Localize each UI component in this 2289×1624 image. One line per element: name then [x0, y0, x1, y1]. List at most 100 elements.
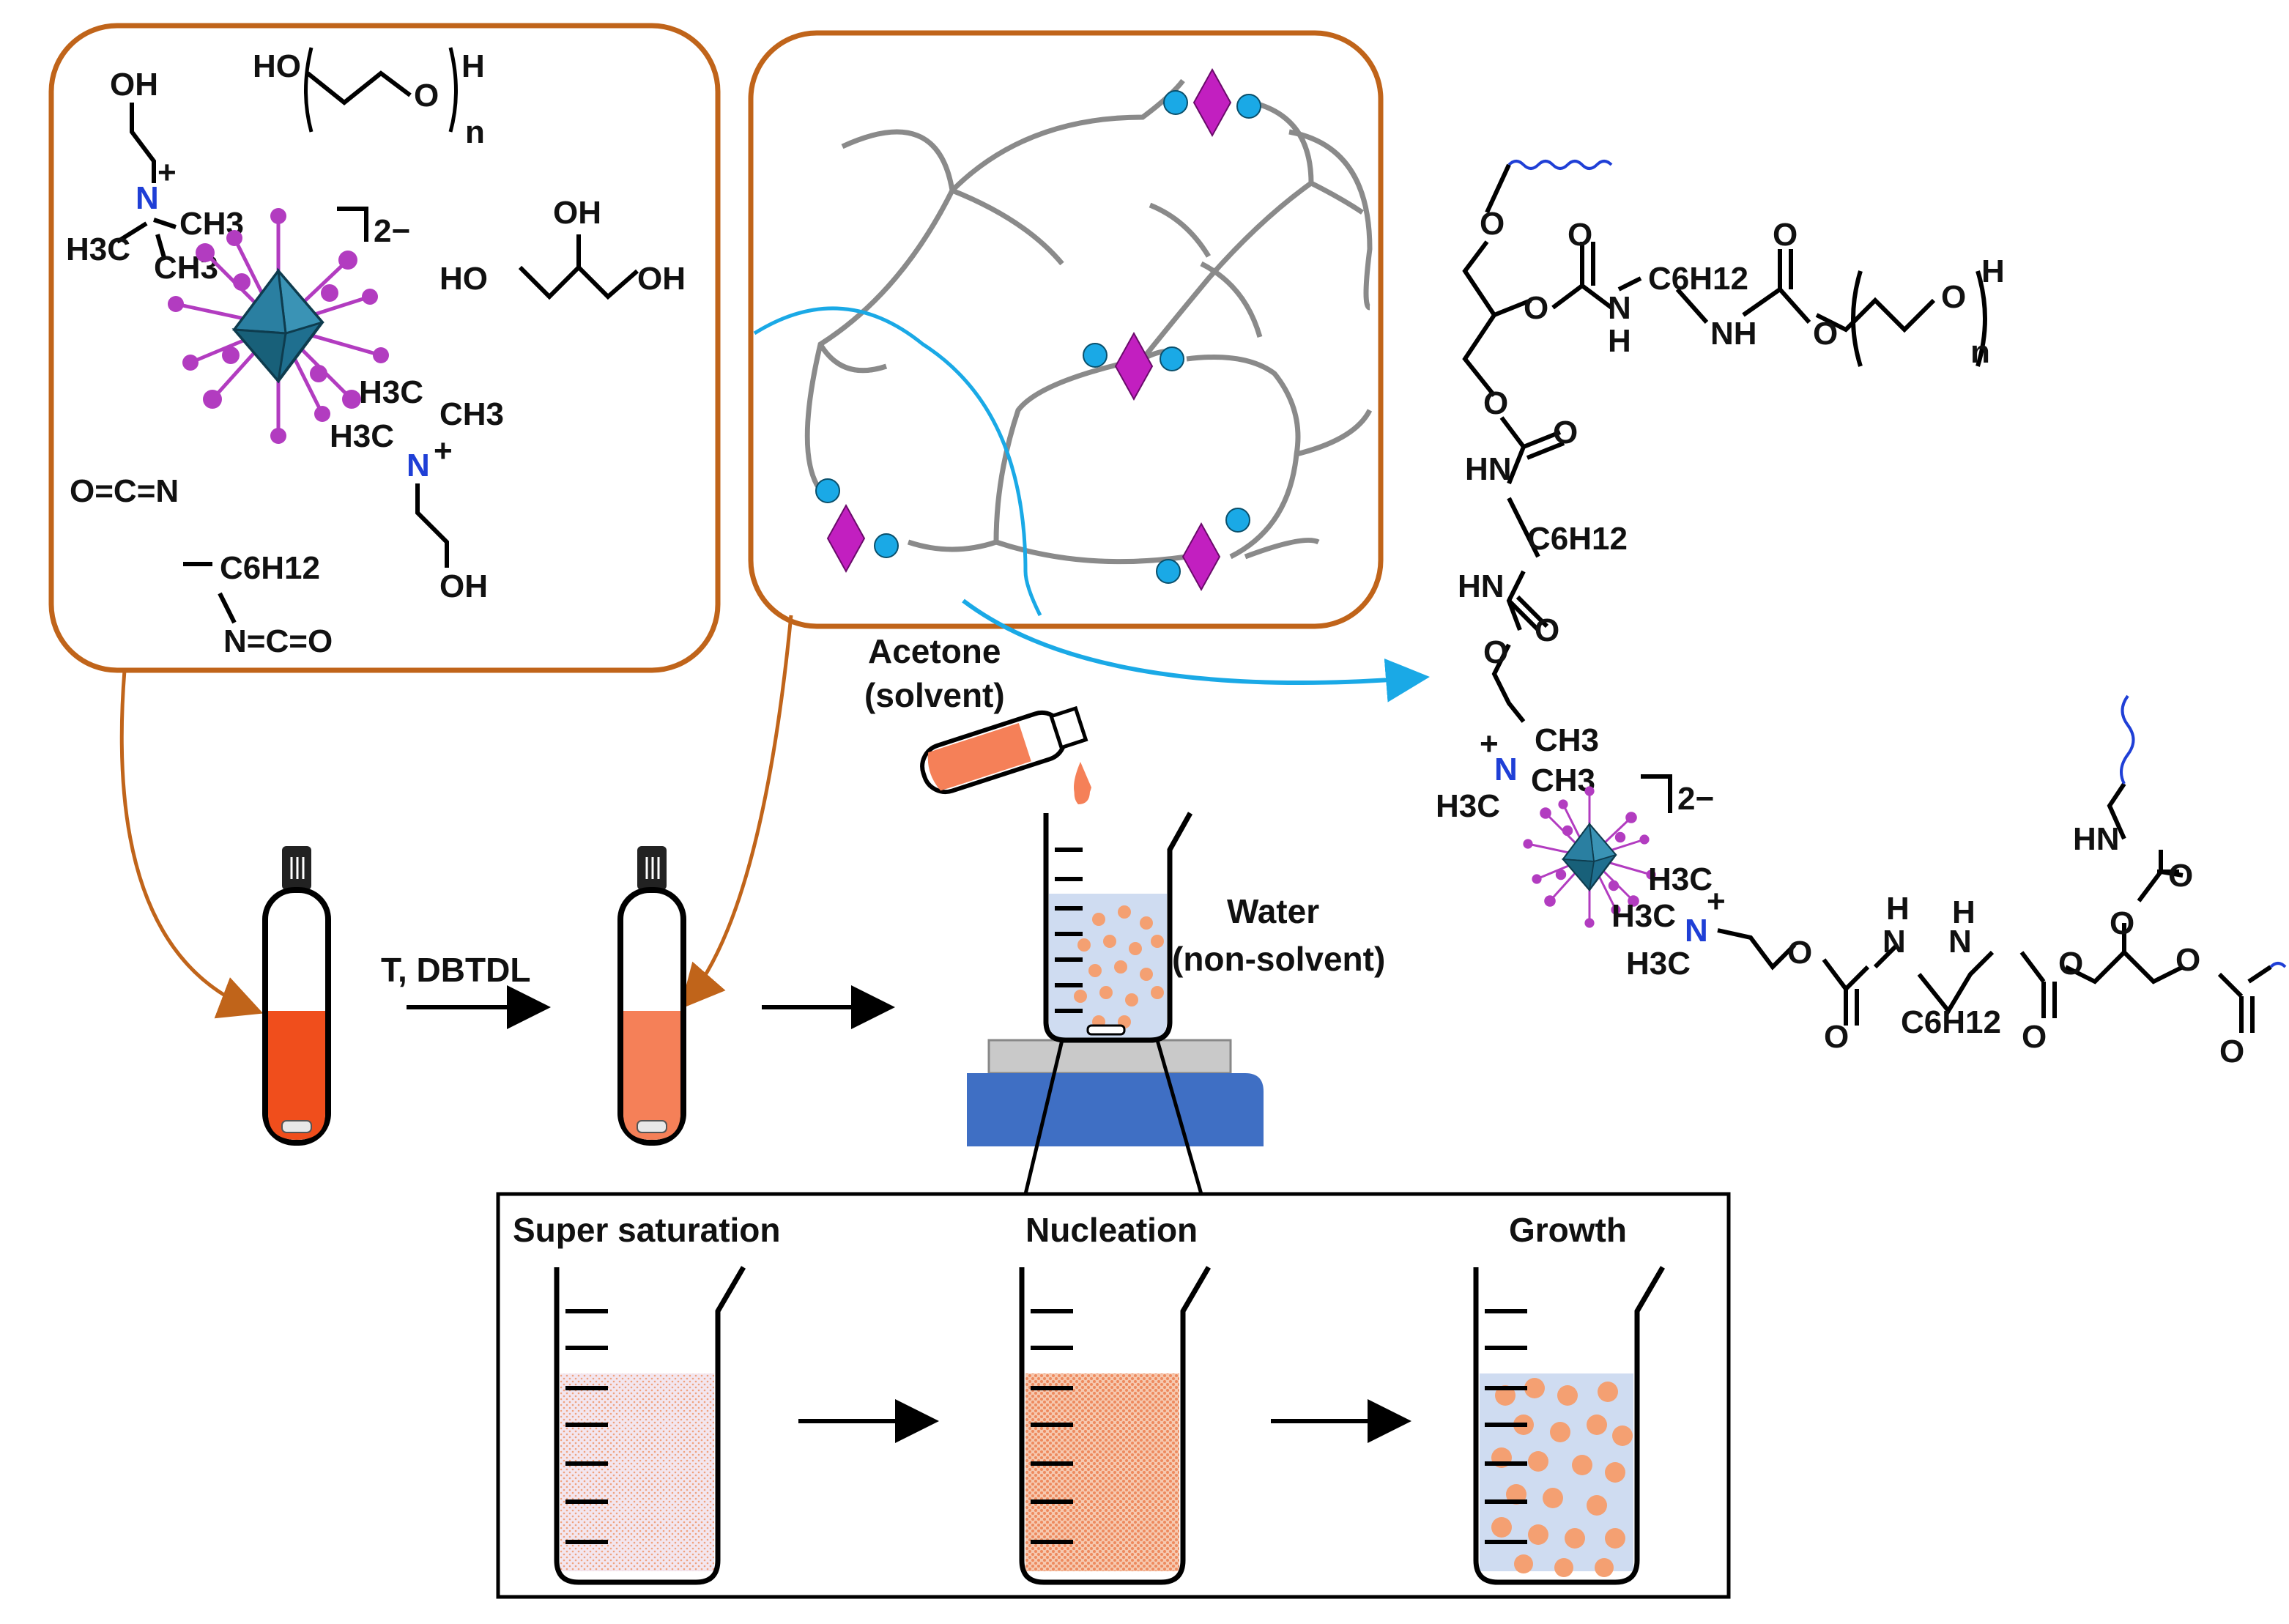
precursor-frame: [48, 23, 721, 673]
o-label-14: O: [2058, 946, 2083, 982]
beaker-supersaturation: [554, 1266, 746, 1585]
precursor-box: OH N + H3C CH3 CH3 HO O H n 2− OH HO OH …: [48, 23, 721, 673]
network-box: [748, 30, 1384, 629]
nco-label: N=C=O: [223, 623, 333, 659]
wavy-end-right-top: [2120, 694, 2135, 785]
o-label-9: O: [1535, 612, 1559, 648]
arrow-to-vial-2: [680, 615, 793, 1009]
acetone-sub-label: (solvent): [864, 676, 1005, 714]
o-label-4: O: [1773, 217, 1798, 253]
crosslink-motif-3: [815, 478, 899, 574]
acetone-label: Acetone: [868, 632, 1001, 670]
n-label-sub: n: [1970, 334, 1990, 370]
choline-top: [116, 103, 177, 261]
h-label-2: H: [1981, 253, 2005, 289]
o-label-15: O: [2110, 905, 2134, 941]
glycerol-oh-top: OH: [553, 195, 601, 231]
main-beaker: [967, 812, 1264, 1146]
n-label-2: N: [1882, 924, 1906, 960]
o-label-16: O: [2175, 942, 2200, 978]
polymer-network: [804, 78, 1373, 565]
o-label-13: O: [2022, 1019, 2047, 1055]
h3c-label-2: H3C: [359, 374, 423, 410]
ch3-label-5: CH3: [1531, 763, 1595, 798]
hn-label-2: HN: [1458, 568, 1505, 604]
n-label-3: N: [1948, 924, 1972, 960]
zoom-line-right: [1155, 1039, 1203, 1195]
zoom-arrow: [962, 598, 1430, 702]
peg-n-label: n: [465, 114, 485, 150]
water-sub-label: (non-solvent): [1172, 940, 1385, 978]
arrow-to-vial-1: [119, 670, 264, 1019]
o-label-2: O: [1524, 290, 1548, 326]
n-plus-label-1: N: [136, 180, 159, 216]
reaction-conditions-label: T, DBTDL: [381, 951, 530, 989]
hn-label-1: HN: [1465, 451, 1512, 487]
peg-bracket-right: [448, 47, 458, 133]
o-label-5: O: [1813, 316, 1838, 352]
o-label-11: O: [1787, 935, 1812, 971]
choline-right-chain: [415, 483, 449, 568]
bracket-charge-left: [337, 207, 368, 242]
h-label-1: H: [1608, 323, 1631, 359]
plus-label-3: +: [1480, 726, 1499, 762]
water-label: Water: [1227, 892, 1319, 930]
crosslink-motif-2: [1083, 331, 1184, 401]
peg-bracket-left: [304, 47, 314, 133]
o-label-1: O: [1480, 206, 1505, 242]
backbone-bonds: [1462, 163, 1987, 723]
network-frame: [748, 30, 1384, 629]
peg-o-label: O: [414, 78, 439, 114]
ch3-label-4: CH3: [1535, 722, 1599, 758]
vial-1: [262, 846, 331, 1146]
c6h12-label-4: C6H12: [1901, 1004, 2001, 1040]
h3c-label-6: H3C: [1611, 898, 1676, 934]
nh-label-1: NH: [1710, 316, 1757, 352]
oh-label-2: OH: [439, 568, 488, 604]
hn-label-3: HN: [2073, 821, 2120, 857]
n-label-1: N: [1608, 290, 1631, 326]
c6h12-label-2: C6H12: [1648, 261, 1748, 297]
n-plus-label-4: N: [1685, 913, 1708, 949]
peg-chain: [306, 70, 412, 105]
c6h12-label-1: C6H12: [220, 550, 320, 586]
stage-label-growth: Growth: [1509, 1211, 1627, 1249]
glycerol-ho-left: HO: [439, 261, 488, 297]
o-label-8: O: [1553, 415, 1578, 451]
h3c-label-4: H3C: [1436, 788, 1500, 824]
vial-2: [617, 846, 686, 1146]
ocn-label: O=C=N: [70, 473, 179, 509]
charge-label-left: 2−: [374, 213, 410, 249]
o-label-10: O: [1483, 634, 1508, 670]
wavy-end-right: [2269, 962, 2287, 968]
cluster-icon-left: [168, 208, 389, 444]
polyurethane-structure: O O O N H C6H12 NH O O O H n O O HN C6H1…: [1436, 160, 2287, 1069]
stages-frame: [496, 1192, 1731, 1599]
ch3-label-3: CH3: [439, 396, 504, 432]
n-plus-label-2: N: [407, 448, 430, 483]
plus-label-2: +: [434, 433, 453, 469]
peg-h-label: H: [461, 48, 485, 84]
bottom-chain-bonds: [1717, 782, 2272, 1033]
hdi-bond-2: [218, 592, 237, 624]
o-label-18: O: [2168, 858, 2193, 894]
zoom-line-left: [1023, 1039, 1064, 1195]
h3c-label-1: H3C: [66, 231, 130, 267]
charge-label-right: 2−: [1677, 781, 1714, 817]
stirrer-base: [967, 1073, 1264, 1146]
h-label-4: H: [1952, 894, 1975, 930]
stages-box: Super saturation Nucleation Growth: [496, 1192, 1731, 1599]
peg-ho-label: HO: [253, 48, 301, 84]
n-plus-label-3: N: [1494, 752, 1518, 787]
wavy-end-top: [1507, 160, 1613, 170]
stage-label-nucleation: Nucleation: [1025, 1211, 1198, 1249]
glycerol-chain: [518, 234, 639, 300]
h-label-3: H: [1886, 891, 1910, 927]
oh-label-1: OH: [110, 67, 158, 103]
beaker-growth: [1473, 1266, 1666, 1585]
h3c-label-3: H3C: [330, 418, 394, 454]
c6h12-label-3: C6H12: [1527, 521, 1628, 557]
o-label-12: O: [1824, 1019, 1849, 1055]
plus-label-1: +: [157, 155, 177, 190]
